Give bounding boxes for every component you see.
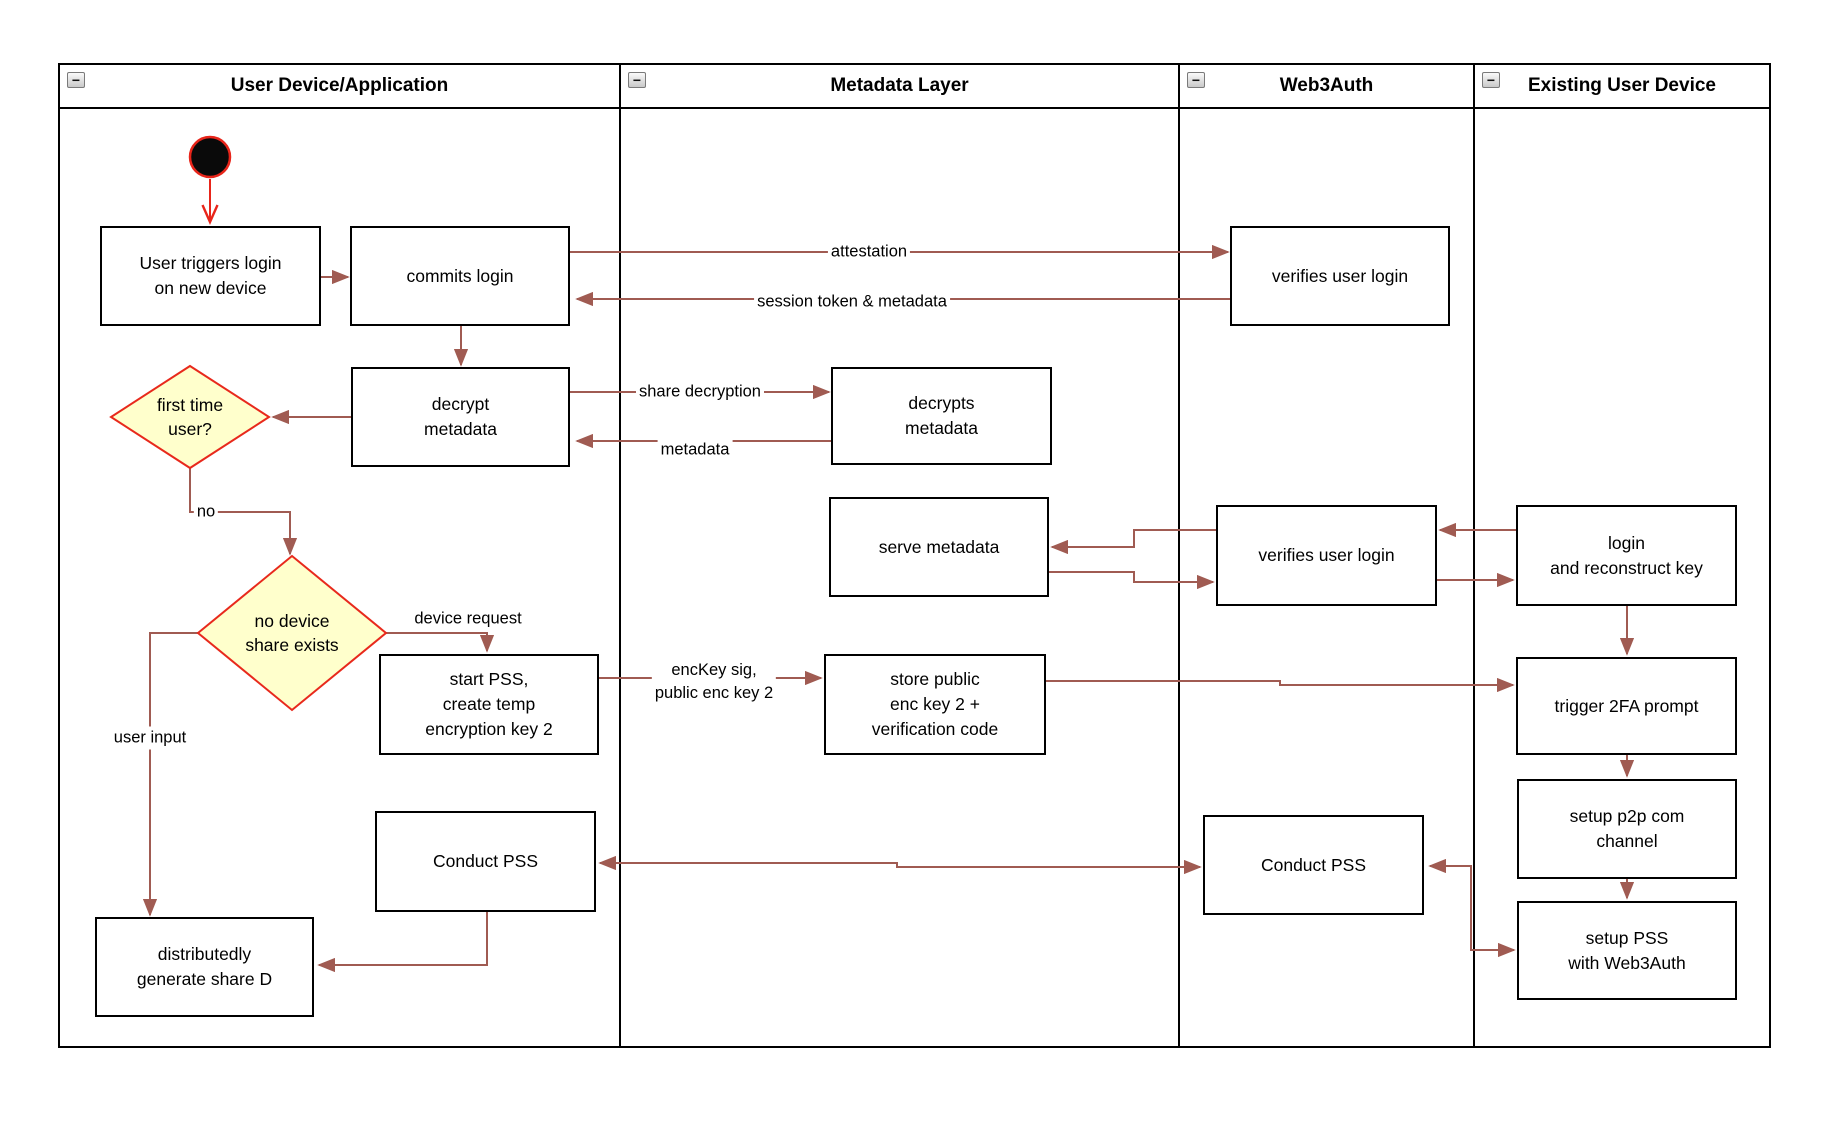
edge-label-device-request: device request <box>414 609 522 628</box>
arrow-conduct-to-distributed <box>317 912 488 973</box>
collapse-icon[interactable]: − <box>67 72 85 88</box>
node-distributed-generate-share: distributedly generate share D <box>95 917 314 1017</box>
arrow-setup-pss-conduct-link <box>1428 858 1516 958</box>
edge-label-share-decryption: share decryption <box>636 380 764 404</box>
decision-first-time-user <box>109 364 271 470</box>
node-verifies-user-login-1: verifies user login <box>1230 226 1450 326</box>
lane-title: Metadata Layer <box>830 75 969 96</box>
collapse-icon[interactable]: − <box>1187 72 1205 88</box>
node-user-triggers-login: User triggers login on new device <box>100 226 321 326</box>
collapse-icon[interactable]: − <box>628 72 646 88</box>
edge-label-session-token: session token & metadata <box>754 290 950 314</box>
lane-header-web3auth: Web3Auth <box>1179 64 1474 108</box>
node-login-reconstruct-key: login and reconstruct key <box>1516 505 1737 606</box>
arrow-no-branch <box>189 468 298 556</box>
arrow-store-to-trigger <box>1046 677 1515 693</box>
lane-title: User Device/Application <box>230 75 449 96</box>
decision-no-device-share <box>196 554 388 712</box>
decision-label-no-device-share: no device share exists <box>245 611 339 655</box>
edge-label-metadata: metadata <box>657 438 733 462</box>
edge-label-attestation: attestation <box>827 240 911 264</box>
lane-header-existing-device: Existing User Device <box>1474 64 1770 108</box>
swimlane-frame <box>58 63 1771 1048</box>
lane-title: Web3Auth <box>1279 75 1374 96</box>
lane-title: Existing User Device <box>1528 75 1716 96</box>
node-setup-p2p-channel: setup p2p com channel <box>1517 779 1737 879</box>
arrow-device-request <box>386 632 495 653</box>
node-setup-pss-web3auth: setup PSS with Web3Auth <box>1517 901 1737 1000</box>
edge-label-enckey: encKey sig, public enc key 2 <box>651 659 777 705</box>
collapse-icon[interactable]: − <box>1482 72 1500 88</box>
node-verifies-user-login-2: verifies user login <box>1216 505 1437 606</box>
node-store-public-key: store public enc key 2 + verification co… <box>824 654 1046 755</box>
arrow-verifies2-to-serve <box>1050 529 1216 555</box>
lane-header-user-device: User Device/Application <box>59 64 620 108</box>
node-decrypt-metadata: decrypt metadata <box>351 367 570 467</box>
node-conduct-pss-right: Conduct PSS <box>1203 815 1424 915</box>
edge-label-user-input: user input <box>110 726 190 750</box>
node-serve-metadata: serve metadata <box>829 497 1049 597</box>
arrow-serve-to-verifies2 <box>1049 571 1215 590</box>
node-start-pss: start PSS, create temp encryption key 2 <box>379 654 599 755</box>
lane-header-metadata-layer: Metadata Layer <box>620 64 1179 108</box>
decision-label-first-time-user: first time user? <box>156 395 224 439</box>
start-node <box>188 135 232 179</box>
arrow-conduct-pss-link <box>598 855 1202 875</box>
arrow-user-input <box>142 632 198 917</box>
node-conduct-pss-left: Conduct PSS <box>375 811 596 912</box>
edge-label-no: no <box>193 500 219 524</box>
node-trigger-2fa: trigger 2FA prompt <box>1516 657 1737 755</box>
node-commits-login: commits login <box>350 226 570 326</box>
node-decrypts-metadata: decrypts metadata <box>831 367 1052 465</box>
